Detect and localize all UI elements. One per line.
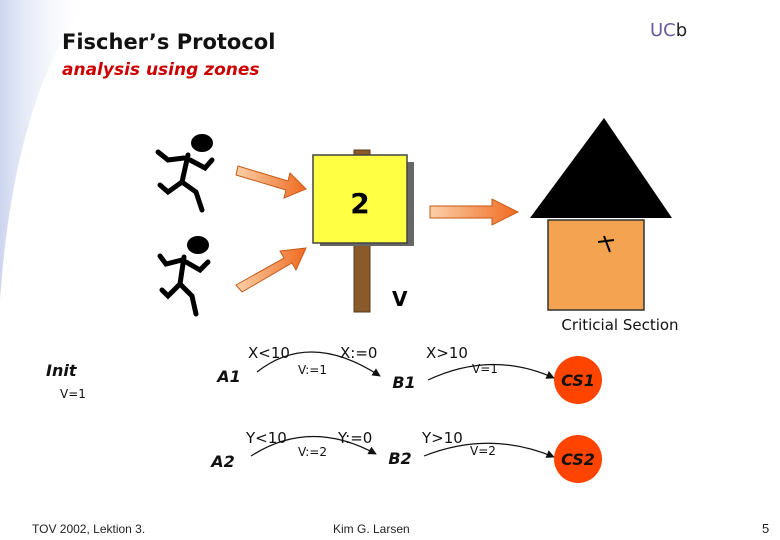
node-b2-label: B2 (388, 449, 411, 468)
running-figure-icon (158, 134, 213, 210)
arrow-icon (236, 248, 306, 292)
edge-a2-b2-reset: Y:=0 (337, 429, 372, 447)
node-a1-label: A1 (215, 367, 241, 386)
edge-a1-b1-reset: X:=0 (340, 344, 377, 362)
footer-course: TOV 2002, Lektion 3. (32, 522, 145, 536)
post-label: V (392, 287, 408, 311)
edge-a2-b2-assign: V:=2 (298, 445, 327, 459)
sign-value: 2 (350, 187, 369, 220)
init-label: Init (46, 361, 78, 380)
running-figure-icon (160, 236, 209, 314)
node-a2-label: A2 (209, 452, 235, 471)
node-cs1-label: CS1 (561, 371, 595, 390)
edge-b2-cs2-guard: Y>10 (421, 429, 463, 447)
edge-b1-cs1-cond: V=1 (472, 362, 498, 376)
edge-a2-b2-guard: Y<10 (245, 429, 287, 447)
node-cs2-label: CS2 (561, 450, 595, 469)
house-roof (530, 118, 672, 218)
edge-a1-b1-assign: V:=1 (298, 363, 327, 377)
arrow-icon (430, 199, 518, 225)
house-caption: Criticial Section (561, 316, 678, 334)
house-icon (530, 118, 672, 310)
node-b1-label: B1 (392, 373, 415, 392)
page-number: 5 (762, 521, 769, 536)
footer-author: Kim G. Larsen (333, 522, 410, 536)
edge-a1-b1-guard: X<10 (248, 344, 290, 362)
house-body (548, 220, 644, 310)
edge-b2-cs2-cond: V=2 (470, 444, 496, 458)
arrow-icon (236, 166, 306, 198)
edge-b1-cs1-guard: X>10 (426, 344, 468, 362)
init-assign: V=1 (60, 387, 86, 401)
